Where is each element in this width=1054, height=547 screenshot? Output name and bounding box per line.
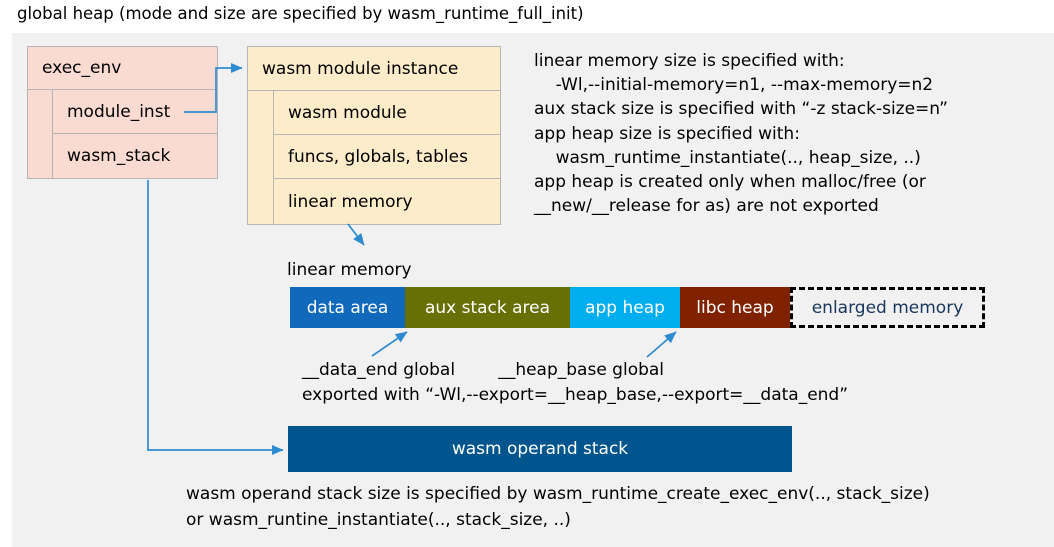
exec-env-field-module-inst-label: module_inst [67, 101, 171, 122]
export-flags-label: exported with “-Wl,--export=__heap_base,… [302, 385, 849, 405]
data-end-global-label: __data_end global [302, 360, 456, 380]
module-instance-field-wasm-module: wasm module [273, 90, 501, 135]
globals-annotation-spacer [455, 360, 498, 380]
exec-env-field-wasm-stack: wasm_stack [52, 133, 218, 179]
wasm-operand-stack-label: wasm operand stack [451, 439, 629, 459]
memory-segment-aux-stack-area: aux stack area [405, 287, 570, 328]
memory-segment-libc-heap: libc heap [680, 287, 790, 328]
exec-env-header: exec_env [27, 46, 218, 90]
memory-segment-label: enlarged memory [811, 297, 964, 318]
exec-env-field-wasm-stack-label: wasm_stack [67, 146, 171, 166]
memory-segment-label: data area [306, 297, 389, 318]
exec-env-field-module-inst: module_inst [52, 89, 218, 134]
memory-segment-label: libc heap [696, 297, 774, 318]
operand-stack-note: wasm operand stack size is specified by … [186, 484, 930, 530]
module-instance-field-linear-memory-label: linear memory [288, 191, 413, 212]
memory-segment-enlarged-memory: enlarged memory [790, 287, 985, 328]
globals-annotation: __data_end global __heap_base global exp… [302, 358, 848, 408]
memory-segment-label: aux stack area [424, 297, 551, 318]
heap-base-global-label: __heap_base global [498, 360, 665, 380]
memory-segment-label: app heap [585, 297, 665, 318]
configuration-notes: linear memory size is specified with: -W… [534, 51, 948, 217]
module-instance-header-label: wasm module instance [262, 58, 459, 79]
memory-segment-app-heap: app heap [570, 287, 680, 328]
module-instance-field-wasm-module-label: wasm module [288, 102, 407, 123]
wasm-operand-stack-bar: wasm operand stack [288, 426, 792, 472]
memory-segment-data-area: data area [290, 287, 405, 328]
module-instance-gutter [247, 90, 274, 225]
module-instance-header: wasm module instance [247, 46, 501, 91]
page-title: global heap (mode and size are specified… [17, 4, 584, 23]
module-instance-field-funcs-globals-tables-label: funcs, globals, tables [288, 146, 468, 167]
exec-env-gutter [27, 89, 53, 179]
exec-env-header-label: exec_env [42, 58, 122, 78]
linear-memory-caption: linear memory [287, 260, 412, 280]
module-instance-field-funcs-globals-tables: funcs, globals, tables [273, 134, 501, 179]
module-instance-field-linear-memory: linear memory [273, 178, 501, 225]
linear-memory-bar: data area aux stack area app heap libc heap… [290, 287, 985, 328]
